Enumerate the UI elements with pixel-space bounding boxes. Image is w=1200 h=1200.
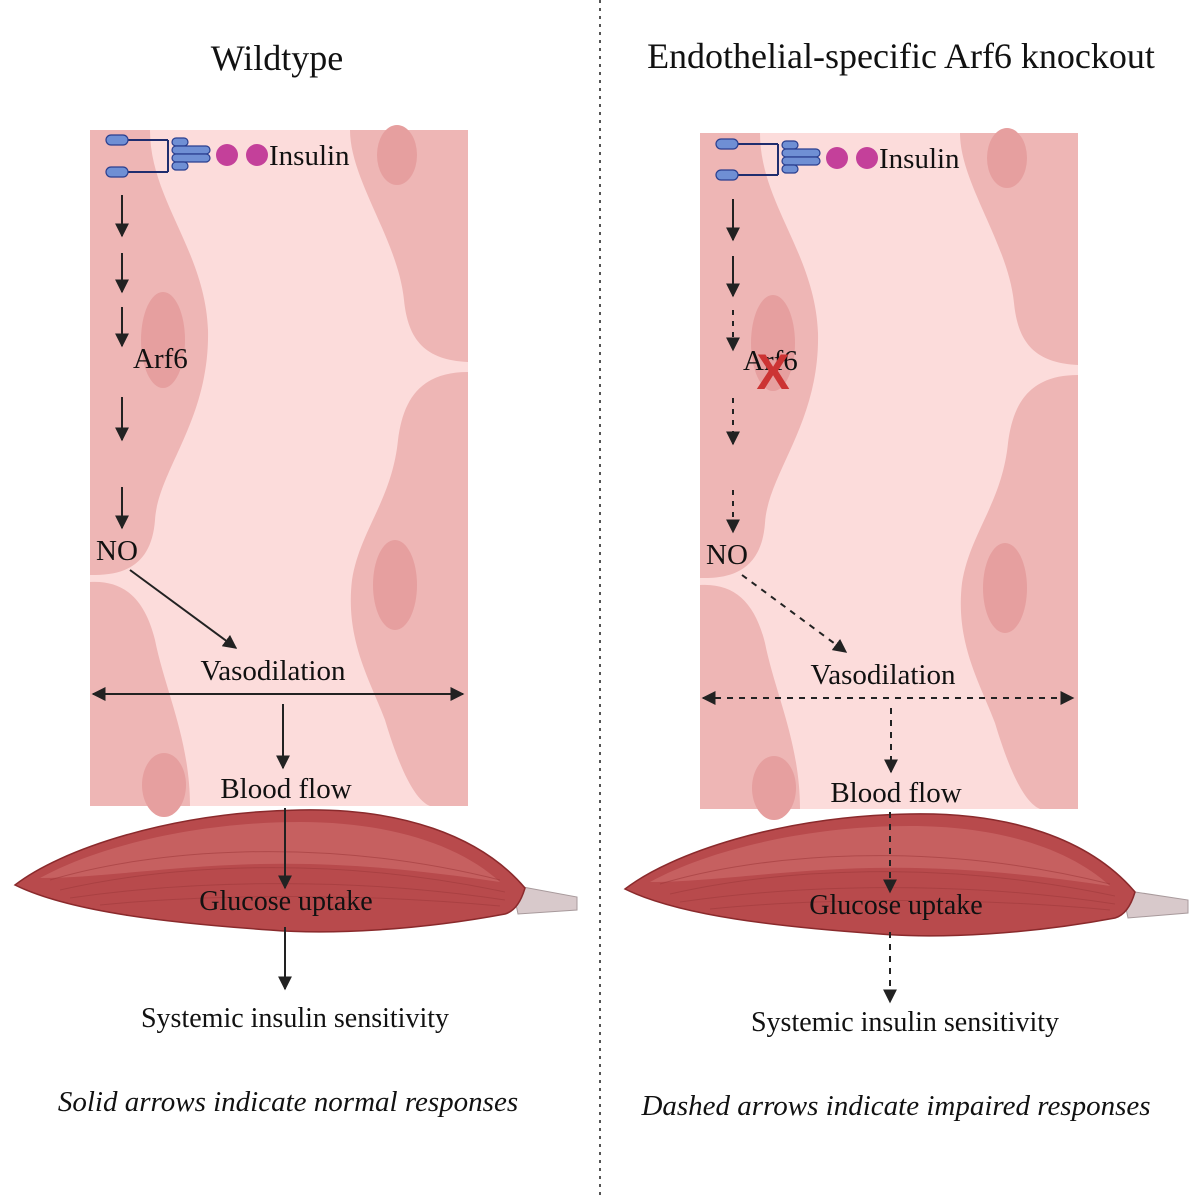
blood-vessel xyxy=(700,128,1078,820)
wildtype-title: Wildtype xyxy=(211,38,344,78)
insulin-molecule xyxy=(246,144,268,166)
systemic-insulin-label: Systemic insulin sensitivity xyxy=(751,1007,1059,1038)
knockout-caption: Dashed arrows indicate impaired response… xyxy=(640,1090,1150,1122)
cell-nucleus xyxy=(751,295,795,391)
blood-flow-label: Blood flow xyxy=(830,777,961,809)
insulin-label: Insulin xyxy=(269,140,350,172)
skeletal-muscle xyxy=(13,809,578,933)
insulin-molecule xyxy=(826,147,848,169)
cell-nucleus xyxy=(142,753,186,817)
blood-flow-label: Blood flow xyxy=(220,773,351,805)
cell-nucleus xyxy=(983,543,1027,633)
skeletal-muscle xyxy=(623,813,1189,937)
insulin-receptor xyxy=(105,134,211,178)
cell-nucleus xyxy=(987,128,1027,188)
no-to-vasodilation-arrow xyxy=(741,574,848,653)
glucose-uptake-label: Glucose uptake xyxy=(199,886,372,917)
blood-vessel xyxy=(90,125,468,817)
insulin-molecule xyxy=(216,144,238,166)
systemic-insulin-label: Systemic insulin sensitivity xyxy=(141,1003,449,1034)
cell-nucleus xyxy=(373,540,417,630)
insulin-molecule xyxy=(856,147,878,169)
cell-nucleus xyxy=(377,125,417,185)
knockout-x-mark: X xyxy=(756,344,789,400)
wildtype-caption: Solid arrows indicate normal responses xyxy=(58,1086,518,1118)
knockout-title: Endothelial-specific Arf6 knockout xyxy=(647,36,1155,76)
endothelial-cell xyxy=(350,130,468,362)
cell-nucleus xyxy=(752,756,796,820)
insulin-label: Insulin xyxy=(879,143,960,175)
knockout-panel: Endothelial-specific Arf6 knockout Insul… xyxy=(623,36,1189,1122)
arf6-label: Arf6 xyxy=(743,345,798,377)
endothelial-cell xyxy=(960,133,1078,365)
no-to-vasodilation-arrow xyxy=(129,569,238,649)
vasodilation-label: Vasodilation xyxy=(201,655,346,687)
insulin-receptor xyxy=(715,138,821,181)
cell-nucleus xyxy=(141,292,185,388)
vasodilation-label: Vasodilation xyxy=(811,659,956,691)
no-label: NO xyxy=(96,535,138,567)
arf6-label: Arf6 xyxy=(133,343,188,375)
no-label: NO xyxy=(706,539,748,571)
glucose-uptake-label: Glucose uptake xyxy=(809,890,982,921)
wildtype-panel: Wildtype Insulin xyxy=(13,38,578,1118)
